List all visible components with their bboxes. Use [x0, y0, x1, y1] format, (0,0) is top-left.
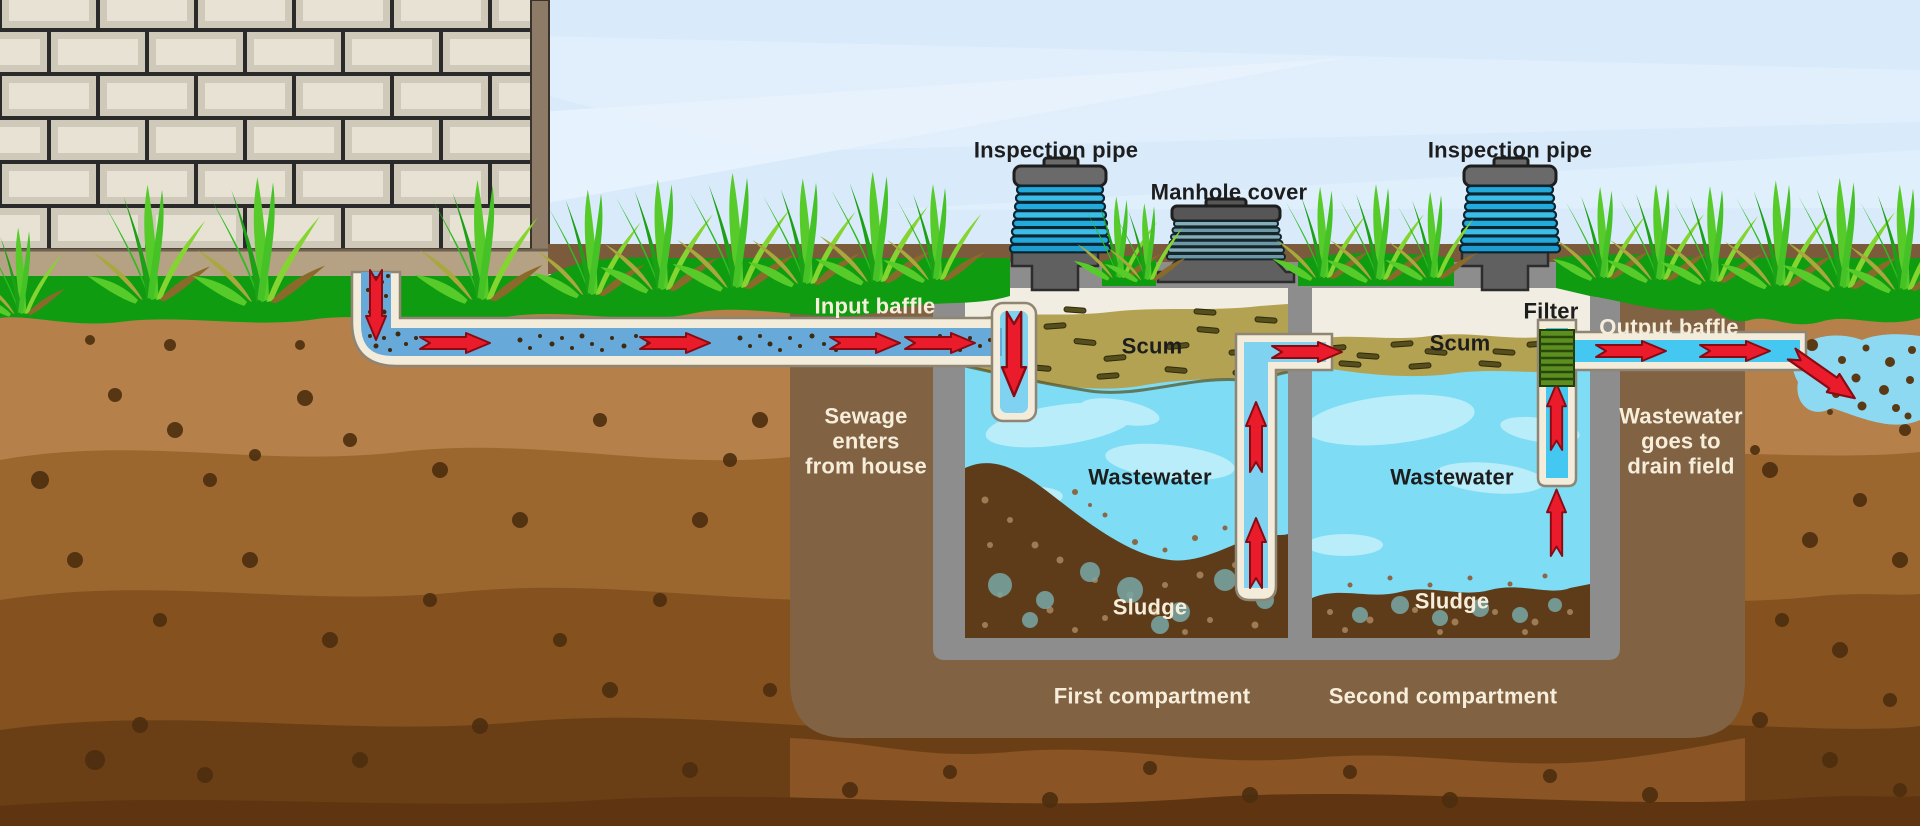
second-compartment-contents — [1312, 332, 1590, 638]
label-wastewater-goes: Wastewater goes to drain field — [1619, 403, 1743, 479]
riser-collar-right — [1460, 250, 1550, 292]
label-input-baffle: Input baffle — [814, 293, 936, 319]
label-sludge-first: Sludge — [1112, 594, 1188, 620]
label-scum-second: Scum — [1429, 330, 1491, 356]
label-filter: Filter — [1523, 298, 1579, 324]
manhole-cover-icon — [1166, 197, 1286, 261]
soil-stones — [31, 335, 1911, 808]
label-second-compartment: Second compartment — [1328, 683, 1558, 709]
scum-texture — [1323, 340, 1550, 370]
effluent-filter — [1539, 329, 1575, 387]
label-wastewater-second: Wastewater — [1390, 464, 1514, 490]
label-sewage-enters: Sewage enters from house — [805, 403, 927, 479]
output-baffle — [1536, 318, 1863, 557]
sewage-pipe — [350, 269, 1006, 368]
wall-edge — [530, 0, 550, 267]
sludge-second — [1312, 584, 1590, 638]
sludge-blobs — [988, 553, 1274, 634]
label-wastewater-first: Wastewater — [1088, 464, 1212, 490]
label-scum-first: Scum — [1121, 333, 1183, 359]
inspection-pipe-left-icon — [1008, 156, 1112, 254]
input-baffle — [990, 301, 1038, 423]
label-inspection-pipe-left: Inspection pipe — [973, 137, 1139, 163]
label-manhole-cover: Manhole cover — [1150, 179, 1308, 205]
transfer-baffle — [1234, 332, 1343, 602]
sludge-blobs — [1352, 596, 1562, 626]
sludge-drip-dots — [1347, 573, 1548, 588]
label-sludge-second: Sludge — [1414, 588, 1490, 614]
label-inspection-pipe-right: Inspection pipe — [1427, 137, 1593, 163]
label-output-baffle: Output baffle — [1599, 314, 1739, 340]
deep-soil-band — [0, 793, 1920, 826]
scum-second — [1312, 332, 1590, 377]
label-first-compartment: First compartment — [1053, 683, 1251, 709]
inspection-pipe-right-icon — [1458, 156, 1562, 254]
sludge-grains — [1327, 607, 1573, 635]
